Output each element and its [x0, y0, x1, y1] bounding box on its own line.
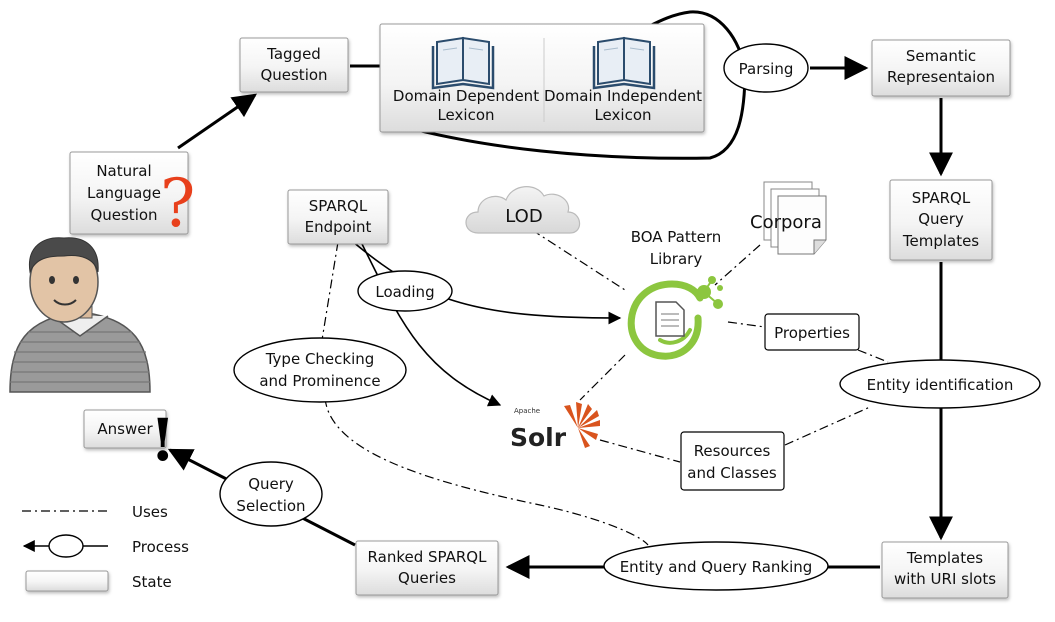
corpora-label: Corpora	[750, 212, 822, 233]
uses-properties-entity	[857, 349, 889, 363]
state-answer: Answer	[83, 409, 167, 449]
process-loading: Loading	[357, 270, 453, 312]
ddl-line-2: Lexicon	[437, 106, 494, 124]
dil-line-1: Domain Independent	[544, 87, 702, 105]
process-type-checking: Type Checking and Prominence	[233, 337, 407, 403]
endpoint-line-2: Endpoint	[305, 218, 372, 236]
selection-line-1: Query	[248, 475, 294, 493]
process-entity-identification: Entity identification	[839, 359, 1041, 409]
state-natural-language-question: Natural Language Question	[69, 151, 189, 235]
lod-label: LOD	[505, 206, 542, 227]
templates-line-1: SPARQL	[912, 189, 971, 207]
uses-boa-solr	[579, 354, 626, 401]
uses-lod-boa	[531, 229, 626, 291]
uses-boa-properties	[727, 321, 766, 328]
ranked-line-1: Ranked SPARQL	[368, 548, 488, 566]
process-entity-query-ranking: Entity and Query Ranking	[603, 541, 829, 591]
selection-line-2: Selection	[236, 497, 305, 515]
parsing-label: Parsing	[739, 60, 794, 78]
state-lexicons: Domain Dependent Lexicon Domain Independ…	[379, 23, 705, 133]
semantic-line-1: Semantic	[906, 47, 976, 65]
edge-nlq-to-tagged	[177, 93, 257, 150]
state-sparql-query-templates: SPARQL Query Templates	[889, 179, 993, 261]
uses-endpoint-typecheck	[321, 241, 339, 341]
uri-line-1: Templates	[906, 549, 983, 567]
uses-corpora-boa	[714, 244, 761, 286]
boa-line-1: BOA Pattern	[631, 228, 722, 246]
document-stack-icon	[763, 181, 827, 255]
state-tagged-question: Tagged Question	[239, 37, 349, 93]
uri-line-2: with URI slots	[894, 570, 996, 588]
legend: Uses Process State	[22, 503, 189, 592]
question-mark-icon: ?	[160, 165, 195, 242]
solr-apache-label: Apache	[514, 407, 540, 415]
templates-line-3: Templates	[902, 232, 979, 250]
loading-label: Loading	[375, 283, 434, 301]
legend-uses-label: Uses	[132, 503, 168, 521]
exclamation-icon: !	[150, 406, 175, 474]
uses-resources-entity	[784, 406, 871, 446]
tagged-line-1: Tagged	[266, 45, 321, 63]
resources-line-1: Resources	[694, 442, 771, 460]
state-sparql-endpoint: SPARQL Endpoint	[287, 189, 389, 245]
state-resources-and-classes: Resources and Classes	[680, 431, 785, 491]
nlq-line-1: Natural	[96, 162, 151, 180]
semantic-line-2: Representaion	[887, 68, 995, 86]
tagged-line-2: Question	[260, 66, 327, 84]
nlq-line-2: Language	[87, 184, 161, 202]
lod-cloud: LOD	[465, 186, 581, 234]
legend-state-label: State	[132, 573, 172, 591]
state-templates-with-uri-slots: Templates with URI slots	[881, 541, 1009, 599]
edge-endpoint-to-solr	[359, 239, 502, 407]
resources-line-2: and Classes	[687, 464, 777, 482]
loading-edges	[344, 234, 622, 407]
edge-parsing-loop	[379, 10, 747, 160]
dil-line-2: Lexicon	[594, 106, 651, 124]
boa-line-2: Library	[650, 250, 703, 268]
book-icon	[431, 36, 495, 90]
endpoint-line-1: SPARQL	[309, 197, 368, 215]
state-semantic-representation: Semantic Representaion	[871, 39, 1011, 97]
user-avatar-icon	[9, 237, 151, 393]
legend-process-label: Process	[132, 538, 189, 556]
state-ranked-sparql-queries: Ranked SPARQL Queries	[355, 540, 499, 596]
process-query-selection: Query Selection	[219, 461, 323, 527]
ddl-line-1: Domain Dependent	[393, 87, 539, 105]
typecheck-line-1: Type Checking	[265, 350, 375, 368]
answer-label: Answer	[97, 420, 153, 438]
boa-pattern-library: BOA Pattern Library	[627, 228, 723, 360]
properties-label: Properties	[774, 324, 850, 342]
uses-typecheck-ranking	[324, 397, 649, 546]
typecheck-line-2: and Prominence	[259, 372, 380, 390]
entity-id-label: Entity identification	[867, 376, 1014, 394]
solr-resource: Apache Solr	[510, 402, 600, 452]
ranking-label: Entity and Query Ranking	[620, 558, 813, 576]
boa-logo-icon	[627, 276, 723, 360]
legend-process-ellipse	[48, 534, 84, 558]
ranked-line-2: Queries	[398, 569, 456, 587]
uses-solr-resources	[599, 439, 681, 463]
book-icon	[592, 36, 656, 90]
process-parsing: Parsing	[723, 43, 809, 93]
state-properties: Properties	[764, 313, 860, 351]
legend-state-box	[25, 570, 109, 592]
nlq-line-3: Question	[90, 206, 157, 224]
solr-label: Solr	[510, 423, 567, 452]
uses-edges	[321, 229, 889, 546]
corpora-resource: Corpora	[750, 181, 827, 255]
edge-endpoint-to-boa	[344, 234, 622, 325]
cloud-icon	[465, 186, 581, 234]
templates-line-2: Query	[918, 210, 964, 228]
solr-sun-icon	[564, 402, 600, 448]
